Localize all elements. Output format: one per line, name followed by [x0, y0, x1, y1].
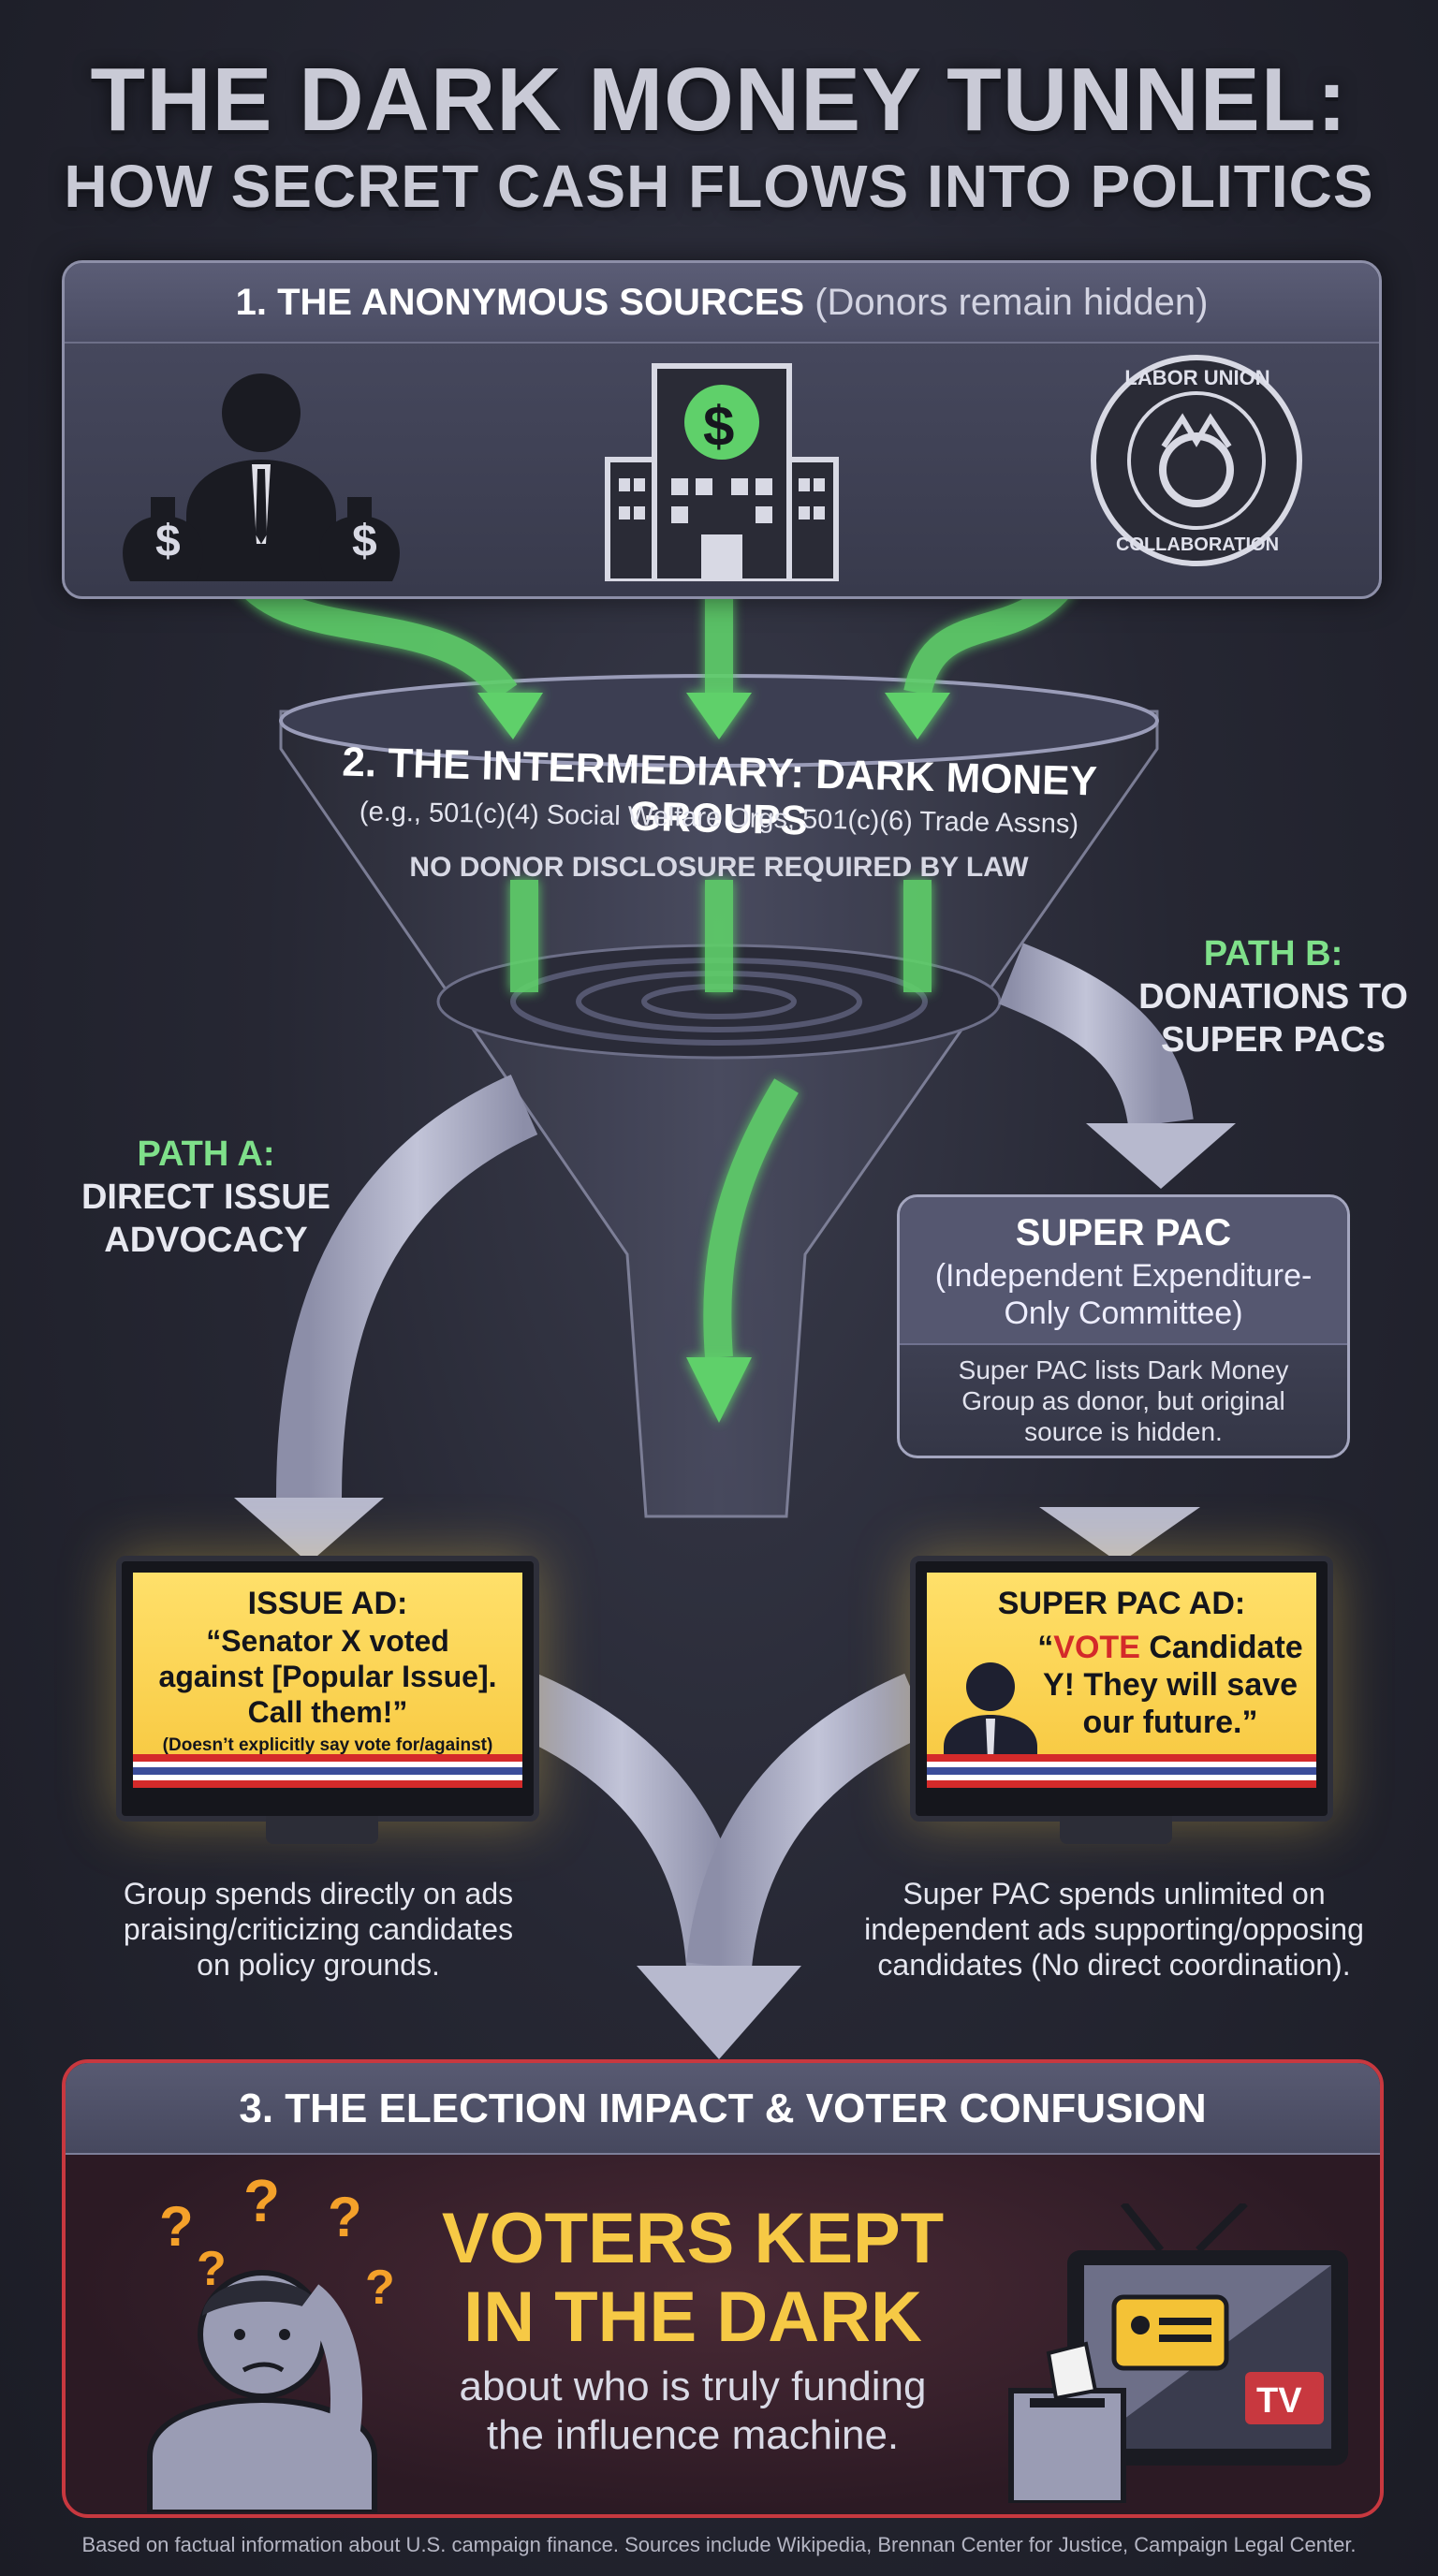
tv-ballot-box-icon [1008, 2203, 1348, 2503]
super-pac-ad-desc-line1: Super PAC spends unlimited on [902, 1877, 1326, 1910]
super-pac-header [900, 1197, 1347, 1345]
question-mark-5: ? [365, 2261, 395, 2315]
impact-heading: 3. THE ELECTION IMPACT & VOTER CONFUSION [239, 2086, 1207, 2131]
union-seal-top-text: LABOR UNION [1124, 366, 1270, 389]
super-pac-title: SUPER PAC [1015, 1212, 1232, 1253]
monitor-stand [266, 1816, 378, 1844]
subtext-line1: about who is truly funding [459, 2364, 927, 2409]
impact-header [66, 2063, 1380, 2155]
quote-open: “ [1037, 1630, 1054, 1665]
issue-ad-description: Group spends directly on ads praising/cr… [75, 1876, 562, 1983]
headline-line1: VOTERS KEPT [441, 2199, 945, 2278]
super-pac-ad-quote-line3: our future.” [1082, 1705, 1258, 1740]
sources-heading-text: 1. THE ANONYMOUS SOURCES [235, 282, 805, 323]
super-pac-ad-monitor: SUPER PAC AD: “VOTE Candidate Y! They wi… [910, 1556, 1333, 1822]
path-a-line1: DIRECT ISSUE [81, 1178, 331, 1217]
path-b-label: PATH B: DONATIONS TO SUPER PACs [1114, 932, 1432, 1061]
path-b-line1: DONATIONS TO [1138, 977, 1408, 1017]
issue-ad-screen: ISSUE AD: “Senator X voted against [Popu… [133, 1573, 522, 1788]
wealthy-donor-icon [123, 373, 400, 581]
issue-ad-desc-line3: on policy grounds. [197, 1948, 440, 1982]
page-subtitle: HOW SECRET CASH FLOWS INTO POLITICS [64, 153, 1374, 220]
issue-ad-title: ISSUE AD: [247, 1586, 408, 1621]
super-pac-note-line2: Group as donor, but original [961, 1386, 1285, 1415]
voters-kept-in-dark-subtext: about who is truly funding the influence… [412, 2363, 974, 2460]
subtext-line2: the influence machine. [486, 2412, 900, 2458]
tv-label: TV [1256, 2381, 1302, 2421]
path-b-line2: SUPER PACs [1160, 1020, 1387, 1060]
path-b-title: PATH B: [1203, 934, 1343, 973]
super-pac-ad-quote-line1: “VOTE Candidate [1030, 1629, 1311, 1666]
flag-stripes [133, 1754, 522, 1788]
sources-footer: Based on factual information about U.S. … [81, 2533, 1357, 2556]
page-title: THE DARK MONEY TUNNEL: [90, 50, 1348, 150]
question-mark-4: ? [197, 2242, 227, 2296]
voters-kept-in-dark-headline: VOTERS KEPT IN THE DARK [412, 2200, 974, 2357]
path-a-label: PATH A: DIRECT ISSUE ADVOCACY [66, 1133, 346, 1262]
super-pac-desc-line1: (Independent Expenditure- [934, 1258, 1313, 1294]
question-mark-2: ? [243, 2167, 281, 2234]
super-pac-ad-quote: “VOTE Candidate Y! They will save our fu… [1030, 1629, 1311, 1741]
super-pac-ad-quote-line2: Y! They will save [1042, 1667, 1299, 1703]
sources-subheading: (Donors remain hidden) [814, 282, 1209, 323]
anonymous-sources-panel: 1. THE ANONYMOUS SOURCES (Donors remain … [62, 260, 1382, 599]
super-pac-ad-description: Super PAC spends unlimited on independen… [833, 1876, 1395, 1983]
super-pac-note-line3: source is hidden. [1024, 1417, 1223, 1446]
money-bag-right-symbol: $ [352, 517, 377, 566]
sources-heading: 1. THE ANONYMOUS SOURCES (Donors remain … [65, 282, 1379, 324]
labor-union-seal-icon [1091, 355, 1302, 566]
issue-ad-quote: “Senator X voted against [Popular Issue]… [133, 1623, 522, 1730]
candidate-word: Candidate [1139, 1630, 1303, 1665]
super-pac-description: (Independent Expenditure- Only Committee… [918, 1257, 1328, 1332]
confused-voter-icon [147, 2270, 377, 2512]
money-flow-arrowheads [477, 693, 950, 1423]
path-a-line2: ADVOCACY [104, 1221, 308, 1260]
corporation-dollar-sign: $ [703, 395, 735, 458]
issue-ad-monitor: ISSUE AD: “Senator X voted against [Popu… [116, 1556, 539, 1822]
issue-ad-note: (Doesn’t explicitly say vote for/against… [162, 1735, 493, 1755]
money-bag-left-symbol: $ [155, 517, 181, 566]
vote-word: VOTE [1053, 1630, 1140, 1665]
super-pac-ad-title: SUPER PAC AD: [997, 1586, 1246, 1621]
headline-line2: IN THE DARK [463, 2277, 922, 2357]
super-pac-ad-desc-line2: independent ads supporting/opposing [864, 1912, 1364, 1946]
issue-ad-quote-line2: against [Popular Issue]. [158, 1660, 497, 1693]
super-pac-ad-desc-line3: candidates (No direct coordination). [877, 1948, 1351, 1982]
question-mark-3: ? [328, 2186, 362, 2248]
super-pac-note-line1: Super PAC lists Dark Money [958, 1355, 1289, 1384]
super-pac-panel: SUPER PAC (Independent Expenditure- Only… [897, 1194, 1350, 1458]
issue-ad-quote-line3: Call them!” [247, 1695, 408, 1729]
election-impact-panel: 3. THE ELECTION IMPACT & VOTER CONFUSION… [62, 2059, 1384, 2518]
issue-ad-desc-line2: praising/criticizing candidates [123, 1912, 514, 1946]
super-pac-note: Super PAC lists Dark Money Group as dono… [918, 1354, 1328, 1447]
corporation-building-icon [605, 363, 839, 581]
no-disclosure-note: NO DONOR DISCLOSURE REQUIRED BY LAW [409, 852, 1029, 883]
issue-ad-desc-line1: Group spends directly on ads [123, 1877, 514, 1910]
super-pac-desc-line2: Only Committee) [1004, 1295, 1243, 1331]
flag-stripes [927, 1754, 1316, 1788]
path-arrows [276, 943, 1194, 1969]
super-pac-ad-screen: SUPER PAC AD: “VOTE Candidate Y! They wi… [927, 1573, 1316, 1788]
question-mark-1: ? [159, 2195, 194, 2258]
union-seal-bottom-text: COLLABORATION [1115, 534, 1280, 555]
issue-ad-quote-line1: “Senator X voted [206, 1624, 449, 1658]
path-a-title: PATH A: [137, 1134, 275, 1174]
monitor-stand [1060, 1816, 1172, 1844]
path-arrowheads [234, 1123, 1236, 2059]
sources-header [65, 263, 1379, 344]
